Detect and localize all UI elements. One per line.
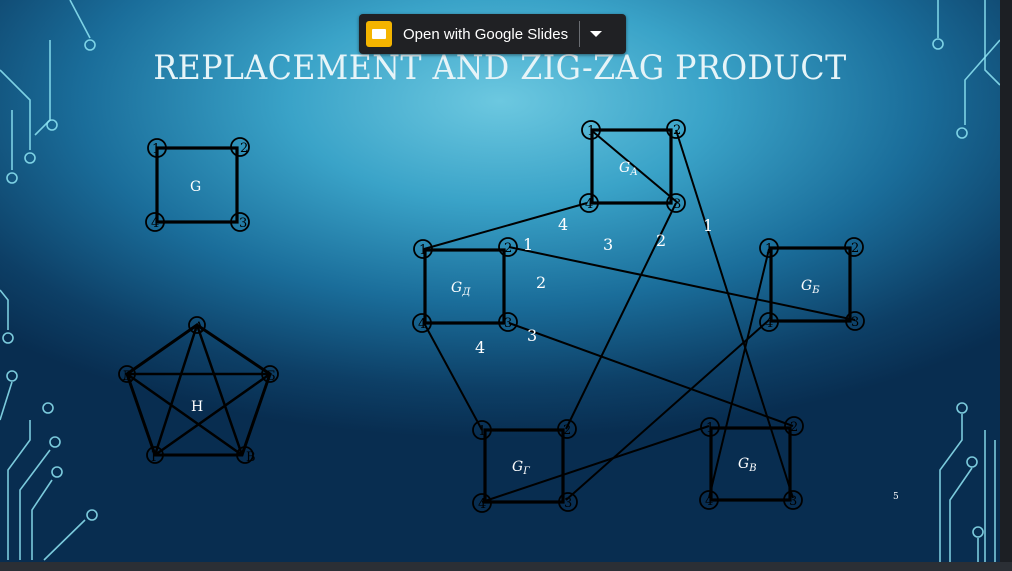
edge-labels: 4 1 3 2 1 2 3 4 [475,215,713,357]
graph-g: 1 2 3 4 G [145,137,250,232]
edge-label: 3 [603,235,613,254]
toolbar-divider [579,21,581,47]
edge-label: 1 [703,216,713,235]
product-edges [423,129,856,503]
graph-g-node-label: 3 [239,216,247,231]
cloud-label: GА [619,160,638,178]
circuit-decoration-right [932,0,1000,562]
slide-canvas: 1 2 3 4 G А Б В Г Д H [0,0,1000,562]
graph-g-node [230,212,250,232]
graph-g-label: G [190,179,201,195]
svg-text:1: 1 [478,424,486,439]
cloud-g: GГ [472,419,578,513]
cloud-label: GВ [738,456,757,474]
svg-text:3: 3 [673,197,681,212]
svg-text:1: 1 [419,243,427,258]
viewer-scroll-edge [1000,0,1012,571]
edge-label: 1 [523,235,533,254]
graph-h: А Б В Г Д H [118,316,279,465]
google-slides-icon [366,21,392,47]
graph-h-node-label: А [194,320,204,335]
graph-g-node-label: 1 [152,142,160,157]
svg-text:2: 2 [790,420,798,435]
cloud-label: GБ [801,278,820,296]
svg-text:3: 3 [564,496,572,511]
graph-g-node-label: 4 [151,216,159,231]
circuit-decoration-left [0,0,98,561]
svg-text:4: 4 [418,317,426,332]
graph-g-node [147,138,167,158]
svg-text:2: 2 [851,241,859,256]
svg-text:3: 3 [851,315,859,330]
open-with-toolbar: Open with Google Slides [359,14,626,54]
cloud-d: GД [412,237,518,333]
svg-text:2: 2 [563,423,571,438]
cloud-a: GА [579,119,686,213]
graph-g-node-label: 2 [240,141,248,156]
svg-text:4: 4 [765,316,773,331]
graph-g-node [145,212,165,232]
svg-text:3: 3 [789,494,797,509]
edge-label: 4 [558,215,568,234]
graph-h-label: H [191,399,203,415]
svg-text:3: 3 [504,316,512,331]
graph-h-node-label: Б [266,369,276,384]
graph-h-node-label: Г [151,450,160,465]
svg-text:1: 1 [587,124,595,139]
open-with-google-slides-button[interactable]: Open with Google Slides [403,25,569,43]
cloud-v: GВ [699,416,804,510]
page-number: 5 [893,492,899,502]
graph-h-node-label: В [246,450,256,465]
edge-label: 2 [536,273,546,292]
edge-label: 3 [527,326,537,345]
svg-text:4: 4 [585,197,593,212]
chevron-down-icon[interactable] [590,31,603,37]
graph-g-node [230,137,250,157]
viewer-bottom-edge [0,562,1012,571]
svg-text:1: 1 [765,242,773,257]
slide-title: REPLACEMENT AND ZIG-ZAG PRODUCT [153,48,847,88]
svg-text:4: 4 [478,497,486,512]
svg-text:2: 2 [504,241,512,256]
cloud-label: GГ [512,459,530,477]
edge-label: 2 [656,231,666,250]
graph-h-node-label: Д [122,369,133,384]
svg-text:1: 1 [706,421,714,436]
svg-text:2: 2 [673,123,681,138]
svg-text:4: 4 [705,494,713,509]
cloud-label: GД [451,280,471,298]
slide-graphics: 1 2 3 4 G А Б В Г Д H [0,0,1000,562]
cloud-b: GБ [759,237,865,332]
edge-label: 4 [475,338,485,357]
